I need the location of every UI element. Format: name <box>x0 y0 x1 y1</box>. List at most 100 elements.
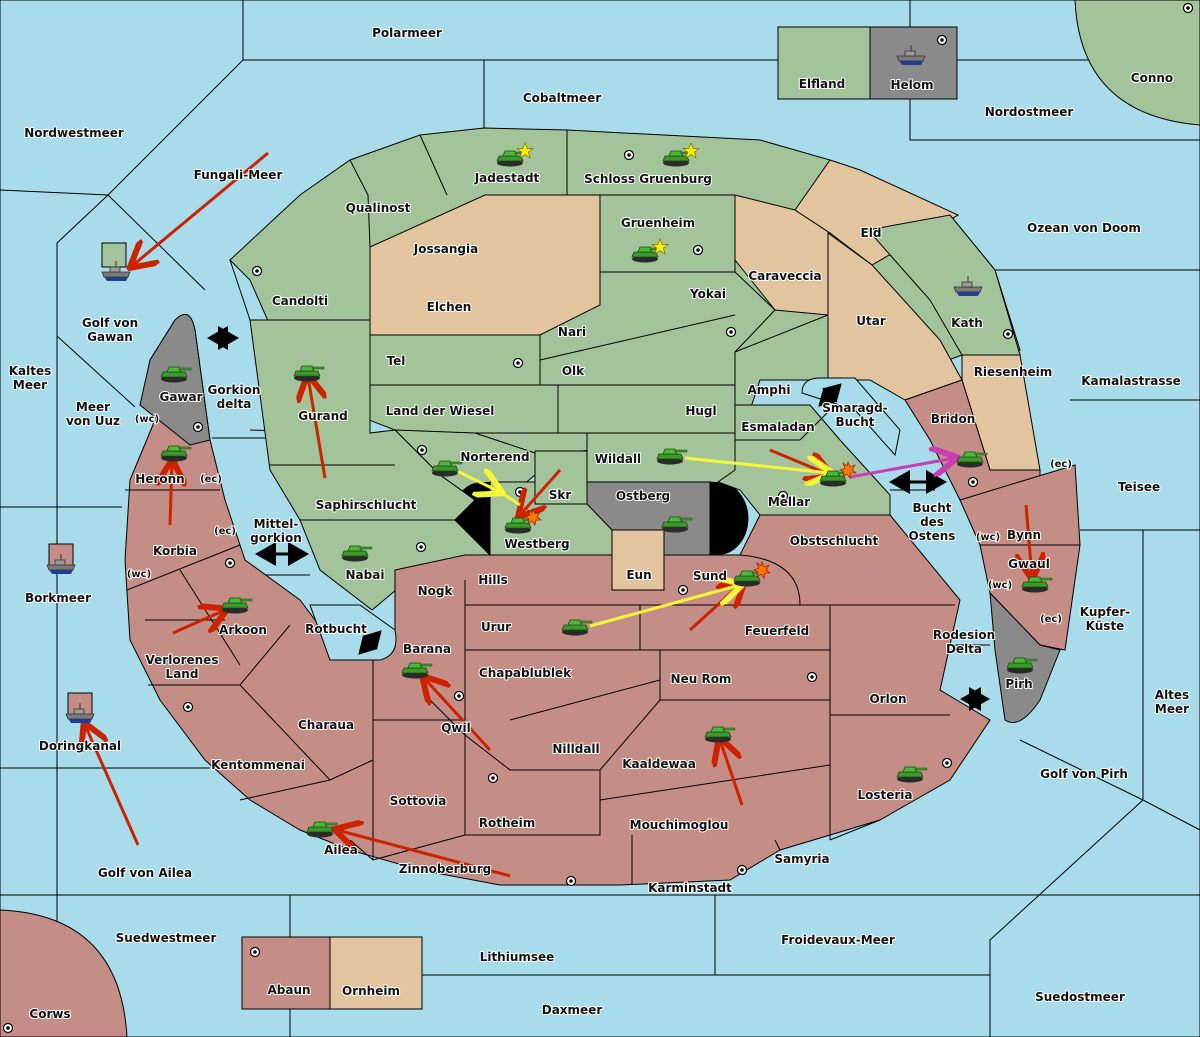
label-olk: Olk <box>562 364 585 378</box>
label-chapablublek: Chapablublek <box>479 666 572 680</box>
label-golf-von-pirh: Golf von Pirh <box>1040 767 1128 781</box>
supply-center-icon <box>777 490 789 502</box>
labels: PolarmeerCobaltmeerNordwestmeerFungali-M… <box>8 25 1190 1022</box>
supply-center-icon <box>725 326 737 338</box>
label-bucht-des-ostens-2: des <box>920 515 944 529</box>
label-borkmeer: Borkmeer <box>25 591 91 605</box>
label-schloss-gruenburg: Schloss Gruenburg <box>584 172 712 186</box>
label-obstschlucht: Obstschlucht <box>790 534 879 548</box>
region-gruenheim[interactable] <box>599 194 736 273</box>
region-elfland[interactable] <box>777 26 871 100</box>
label-gawar: Gawar <box>159 390 202 404</box>
label-saphirschlucht: Saphirschlucht <box>316 498 417 512</box>
order-arrow <box>170 462 172 526</box>
label-ailea: Ailea <box>324 843 358 857</box>
region-eun[interactable] <box>611 529 665 591</box>
label-neu-rom: Neu Rom <box>671 672 732 686</box>
label-rotbucht: Rotbucht <box>305 622 367 636</box>
label-doringkanal: Doringkanal <box>39 739 121 753</box>
label-froidevaux-meer: Froidevaux-Meer <box>781 933 895 947</box>
supply-center-icon <box>1002 328 1014 340</box>
label-rodesion-delta-1: Rodesion <box>933 628 995 642</box>
label-gwaul-ec: (ec) <box>1040 614 1062 625</box>
label-urur: Urur <box>481 620 511 634</box>
region-ornheim[interactable] <box>329 936 423 1010</box>
south-red <box>124 313 991 886</box>
continent <box>229 127 1041 471</box>
order-arrow <box>424 678 492 752</box>
supply-center-icon <box>967 476 979 488</box>
label-heronn: Heronn <box>135 472 184 486</box>
label-nilldall: Nilldall <box>552 742 599 756</box>
label-orlon: Orlon <box>869 692 906 706</box>
label-daxmeer: Daxmeer <box>542 1003 603 1017</box>
label-golf-von-ailea: Golf von Ailea <box>98 866 192 880</box>
supply-center-icon <box>512 357 524 369</box>
supply-center-icon <box>415 541 427 553</box>
label-jadestadt: Jadestadt <box>474 171 540 185</box>
label-qwil: Qwil <box>441 721 471 735</box>
label-arkoon: Arkoon <box>219 623 267 637</box>
label-mouchimoglou: Mouchimoglou <box>630 818 729 832</box>
label-suedostmeer: Suedostmeer <box>1035 990 1125 1004</box>
label-qualinost: Qualinost <box>346 201 411 215</box>
order-arrow <box>1026 504 1032 577</box>
label-nordwestmeer: Nordwestmeer <box>24 126 124 140</box>
order-arrow <box>520 469 562 515</box>
label-kamalastrasse: Kamalastrasse <box>1081 374 1181 388</box>
supply-center-icon <box>565 875 577 887</box>
label-gurand: Gurand <box>298 409 348 423</box>
label-norterend: Norterend <box>460 450 529 464</box>
label-golf-von-gawan-1: Golf von <box>82 316 138 330</box>
label-nari: Nari <box>558 325 586 339</box>
label-riesenheim: Riesenheim <box>974 365 1053 379</box>
orders <box>85 151 1032 878</box>
order-arrow <box>684 458 830 473</box>
label-gorkion-delta-1: Gorkion <box>208 383 261 397</box>
label-meer-von-uuz-2: von Uuz <box>66 414 120 428</box>
order-arrow <box>589 585 740 628</box>
label-caraveccia: Caraveccia <box>748 269 821 283</box>
label-gwaul: Gwaul <box>1008 557 1050 571</box>
label-zinnoberburg: Zinnoberburg <box>399 862 491 876</box>
supply-center-icon <box>1182 2 1194 14</box>
order-arrow <box>849 458 955 479</box>
label-tel: Tel <box>387 354 406 368</box>
label-gruenheim: Gruenheim <box>621 216 695 230</box>
region-corws[interactable] <box>0 909 128 1037</box>
fleet-marker-golf-von-gawan <box>101 242 127 268</box>
label-elchen: Elchen <box>427 300 472 314</box>
label-kaaldewaa: Kaaldewaa <box>622 757 696 771</box>
label-smaragd-bucht-1: Smaragd- <box>822 401 887 415</box>
label-gorkion-delta-2: delta <box>217 397 252 411</box>
label-altes-meer-1: Altes <box>1155 688 1189 702</box>
label-amphi: Amphi <box>747 383 790 397</box>
label-jossangia: Jossangia <box>413 242 478 256</box>
label-pirh: Pirh <box>1005 677 1032 691</box>
label-fungali-meer: Fungali-Meer <box>194 168 283 182</box>
supply-center-icon <box>249 946 261 958</box>
label-charaua: Charaua <box>298 718 354 732</box>
label-gawar-wc: (wc) <box>135 414 159 425</box>
supply-center-icon <box>453 690 465 702</box>
label-ostberg: Ostberg <box>616 489 670 503</box>
supply-center-icon <box>806 671 818 683</box>
label-losteria: Losteria <box>857 788 912 802</box>
region-eld[interactable] <box>794 159 960 266</box>
label-yokai: Yokai <box>689 287 726 301</box>
region-kath[interactable] <box>867 214 1021 356</box>
label-gwaul-wc: (wc) <box>988 580 1012 591</box>
label-rodesion-delta-2: Delta <box>946 642 982 656</box>
region-conno[interactable] <box>1074 0 1200 126</box>
order-arrow <box>308 377 325 479</box>
label-mittelgorkion-2: gorkion <box>250 531 302 545</box>
label-bridon: Bridon <box>931 412 976 426</box>
label-ozean-von-doom: Ozean von Doom <box>1027 221 1141 235</box>
label-feuerfeld: Feuerfeld <box>745 624 810 638</box>
label-verlorenes-land-2: Land <box>166 667 199 681</box>
label-wildall: Wildall <box>595 452 641 466</box>
region-gwaul[interactable] <box>979 544 1081 651</box>
supply-center-icon <box>677 584 689 596</box>
label-meer-von-uuz-1: Meer <box>76 400 110 414</box>
